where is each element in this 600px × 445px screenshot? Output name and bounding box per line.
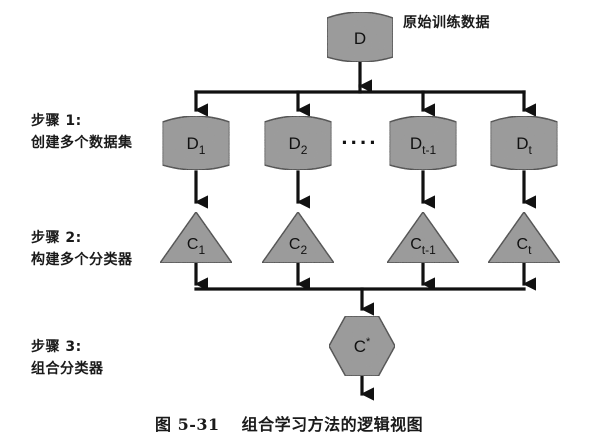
dataset-cylinder-3 [388, 115, 458, 171]
step-3-label: 步骤 3: 组合分类器 [31, 336, 104, 380]
classifier-triangle-1 [158, 210, 234, 264]
step-3-desc: 组合分类器 [31, 361, 104, 377]
dataset-label-2-subscript: 2 [301, 143, 308, 157]
source-node-label-base: D [354, 29, 366, 48]
combined-label-base: C [354, 337, 366, 356]
dataset-label-4-subscript: t [528, 143, 532, 157]
dataset-cylinder-2 [263, 115, 333, 171]
dataset-label-4: Dt [516, 134, 532, 157]
step-1-label: 步骤 1: 创建多个数据集 [31, 110, 133, 154]
step-1-desc: 创建多个数据集 [31, 135, 133, 151]
dataset-label-1-base: D [187, 134, 199, 153]
classifier-label-1-subscript: 1 [198, 243, 205, 257]
step-3-title: 步骤 3: [31, 339, 82, 355]
step-1-title: 步骤 1: [31, 113, 82, 129]
figure-caption: 图 5-31 组合学习方法的逻辑视图 [155, 411, 423, 435]
classifier-triangle-4 [486, 210, 562, 264]
dataset-label-2-base: D [289, 134, 301, 153]
dataset-cylinder-1 [161, 115, 231, 171]
classifier-label-3: Ct-1 [410, 236, 436, 257]
classifier-label-1: C1 [187, 236, 206, 257]
dataset-label-3-subscript: t-1 [422, 143, 436, 157]
combined-label-superscript: * [366, 336, 371, 348]
combined-hexagon [328, 315, 396, 377]
classifier-triangle-3 [385, 210, 461, 264]
step-2-desc: 构建多个分类器 [31, 252, 133, 268]
shapes [158, 11, 562, 377]
classifier-label-1-base: C [187, 236, 199, 253]
source-node-label: D [354, 29, 366, 48]
classifier-label-2-base: C [289, 236, 301, 253]
dataset-cylinder-4 [489, 115, 559, 171]
classifier-label-4: Ct [517, 236, 533, 257]
combined-label: C* [354, 336, 371, 356]
classifier-label-4-base: C [517, 236, 529, 253]
figure-number: 图 5-31 [155, 415, 220, 434]
classifier-label-3-subscript: t-1 [422, 243, 436, 257]
step-2-title: 步骤 2: [31, 230, 82, 246]
classifier-label-3-base: C [410, 236, 422, 253]
source-cylinder [326, 11, 394, 63]
dataset-label-3-base: D [410, 134, 422, 153]
classifier-label-2-subscript: 2 [300, 243, 307, 257]
figure-title: 组合学习方法的逻辑视图 [241, 415, 424, 434]
dataset-label-2: D2 [289, 134, 308, 157]
step-2-label: 步骤 2: 构建多个分类器 [31, 227, 133, 271]
dataset-label-1-subscript: 1 [199, 143, 206, 157]
dataset-label-1: D1 [187, 134, 206, 157]
ellipsis: ···· [341, 130, 378, 155]
classifier-label-2: C2 [289, 236, 308, 257]
classifier-label-4-subscript: t [528, 243, 532, 257]
source-data-label: 原始训练数据 [403, 15, 490, 31]
classifier-triangle-2 [260, 210, 336, 264]
dataset-label-4-base: D [516, 134, 528, 153]
dataset-label-3: Dt-1 [410, 134, 437, 157]
connectors [194, 61, 537, 401]
